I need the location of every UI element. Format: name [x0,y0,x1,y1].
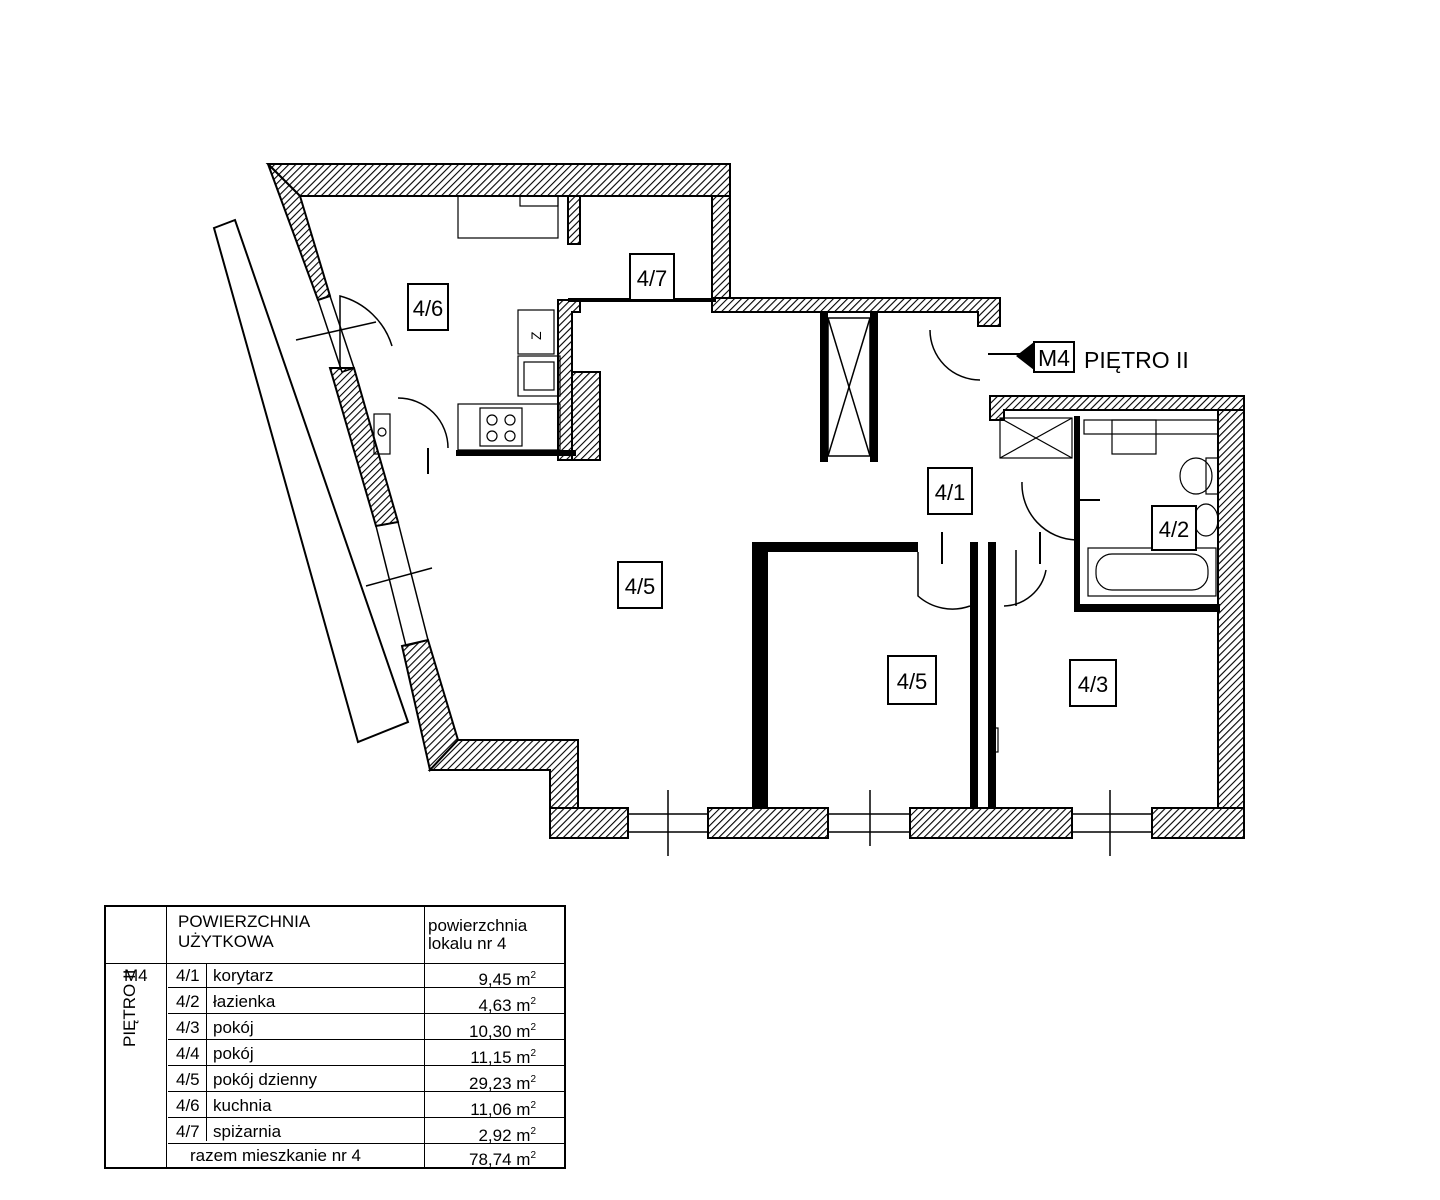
header-usable-area-line1: POWIERZCHNIA [178,912,311,931]
room-label-room-right: 4/3 [1069,659,1117,707]
row-area: 29,23 m2 [468,1074,536,1093]
row-area: 11,15 m2 [470,1048,536,1067]
unit-marker-floor: PIĘTRO II [1084,347,1189,373]
room-label-bathroom: 4/2 [1151,505,1197,551]
svg-text:4/5: 4/5 [897,669,928,694]
walls [265,163,1245,839]
row-id: 4/3 [176,1018,200,1037]
total-label: razem mieszkanie nr 4 [190,1146,362,1165]
row-area: 4,63 m2 [478,996,536,1015]
room-label-kitchen: 4/6 [407,283,449,331]
row-id: 4/5 [176,1070,200,1089]
row-area: 2,92 m2 [478,1126,536,1145]
unit-code: M4 [124,966,148,985]
room-label-room-middle: 4/5 [887,655,937,705]
ventilation-shaft [827,317,871,457]
header-unit-area-line1: powierzchnia [428,916,528,935]
row-id: 4/7 [176,1122,200,1141]
svg-text:4/1: 4/1 [935,480,966,505]
row-name: pokój dzienny [213,1070,317,1089]
svg-text:4/6: 4/6 [413,296,444,321]
row-area: 9,45 m2 [478,970,536,989]
row-name: łazienka [213,992,276,1011]
total-area: 78,74 m2 [468,1150,536,1169]
row-name: pokój [213,1018,254,1037]
svg-text:4/7: 4/7 [637,266,668,291]
windows [295,295,1153,856]
floor-label-vertical: PIĘTRO II [120,969,139,1047]
room-label-pantry: 4/7 [629,253,675,301]
floor-plan: Z 4/6 4/7 4/5 4/1 4/2 [212,163,1245,856]
row-id: 4/1 [176,966,200,985]
row-area: 10,30 m2 [468,1022,536,1041]
row-id: 4/2 [176,992,200,1011]
svg-text:4/3: 4/3 [1078,672,1109,697]
svg-text:M4: M4 [1038,345,1070,371]
room-labels: 4/6 4/7 4/5 4/1 4/2 4/5 4/3 [407,253,1197,707]
unit-marker: M4 PIĘTRO II [1016,341,1189,373]
doors [339,295,1100,610]
row-id: 4/4 [176,1044,200,1063]
row-name: korytarz [213,966,274,985]
room-label-living-room: 4/5 [617,561,663,609]
header-unit-area-line2: lokalu nr 4 [428,934,507,953]
balcony [212,218,410,744]
closet-cross [999,417,1073,459]
row-name: spiżarnia [213,1122,282,1141]
header-usable-area-line2: UŻYTKOWA [178,932,274,951]
svg-text:4/5: 4/5 [625,574,656,599]
row-id: 4/6 [176,1096,200,1115]
row-name: pokój [213,1044,254,1063]
room-label-corridor: 4/1 [927,467,973,515]
svg-text:4/2: 4/2 [1159,517,1190,542]
fridge-mark: Z [528,331,544,340]
row-name: kuchnia [213,1096,272,1115]
area-table: POWIERZCHNIA UŻYTKOWA powierzchnia lokal… [104,905,566,1169]
kitchen-fixtures [373,195,561,455]
row-area: 11,06 m2 [470,1100,536,1119]
